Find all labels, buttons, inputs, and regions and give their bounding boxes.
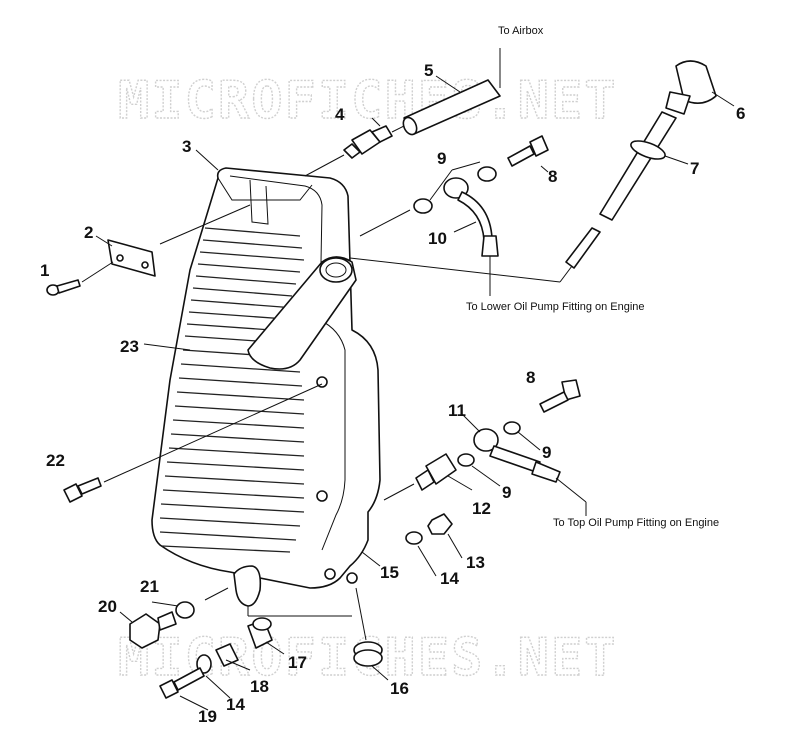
hose-17	[247, 617, 273, 649]
leader-banjo-upper	[359, 209, 411, 237]
callout-18: 18	[250, 677, 269, 696]
washer-lower-a	[503, 421, 521, 435]
drain-washer	[175, 601, 195, 619]
leader-20	[119, 611, 133, 623]
note-top-pump: To Top Oil Pump Fitting on Engine	[553, 517, 719, 529]
callout-6: 6	[736, 104, 745, 123]
leader-14-lower	[205, 675, 231, 699]
leader-grommet	[355, 587, 367, 641]
bolt-22	[63, 477, 102, 503]
leader-2	[95, 235, 113, 247]
callout-2: 2	[84, 223, 93, 242]
bracket-hole	[116, 254, 124, 262]
leader-6	[711, 91, 735, 107]
vent-fitting	[343, 125, 393, 159]
note-lower-pump: To Lower Oil Pump Fitting on Engine	[466, 301, 645, 313]
banjo-bolt-lower	[539, 379, 581, 413]
leader-10	[453, 221, 477, 233]
washer-14-upper	[405, 531, 423, 545]
callout-19: 19	[198, 707, 217, 726]
callout-7: 7	[690, 159, 699, 178]
callout-13: 13	[466, 553, 485, 572]
leader-9b	[429, 169, 453, 201]
bracket-plate	[107, 239, 156, 277]
leader-13	[447, 533, 463, 559]
leader-3b	[159, 204, 251, 245]
leader-16	[371, 665, 389, 681]
oil-tank	[151, 167, 381, 607]
washer-upper-b	[413, 198, 433, 214]
leader-11	[461, 413, 481, 433]
leader-23	[143, 343, 191, 351]
callout-9-lower-b: 9	[502, 483, 511, 502]
leader-17-label	[265, 641, 285, 655]
leader-21	[151, 601, 179, 607]
leader-15	[361, 551, 381, 567]
o-ring	[630, 140, 666, 160]
callout-14-upper: 14	[440, 569, 459, 588]
check-valve	[415, 453, 457, 491]
leader-1	[81, 261, 114, 283]
leader-3	[195, 149, 219, 171]
callout-10: 10	[428, 229, 447, 248]
leader-5-label	[435, 75, 461, 93]
leader-4	[304, 154, 345, 177]
leader-19	[179, 695, 209, 711]
leader-22	[103, 383, 323, 483]
callout-23: 23	[120, 337, 139, 356]
callout-20: 20	[98, 597, 117, 616]
vent-hose	[402, 79, 501, 136]
callout-8-upper: 8	[548, 167, 557, 186]
leader-8-upper	[540, 165, 549, 173]
leader-9-lower-b	[517, 431, 541, 451]
callout-1: 1	[40, 261, 49, 280]
leader-drain	[204, 587, 229, 601]
leader-14-upper	[417, 545, 437, 577]
callout-3: 3	[182, 137, 191, 156]
lower-pump-line-b	[559, 265, 573, 283]
bracket-hole	[141, 261, 149, 269]
leader-5	[391, 125, 405, 133]
nut	[427, 513, 453, 535]
callout-4: 4	[335, 105, 345, 124]
callout-16: 16	[390, 679, 409, 698]
callout-9-lower-a: 9	[542, 443, 551, 462]
callout-22: 22	[46, 451, 65, 470]
washer-upper-a	[477, 166, 497, 182]
drain-plug	[129, 611, 177, 649]
leader-7	[664, 155, 689, 165]
callout-17: 17	[288, 653, 307, 672]
banjo-fitting-lower	[473, 428, 587, 503]
callout-8-lower: 8	[526, 368, 535, 387]
leader-9-lower	[471, 465, 501, 487]
callout-14-lower: 14	[226, 695, 245, 714]
leader-18	[225, 659, 251, 671]
leader-9a	[451, 161, 481, 171]
banjo-bolt-upper	[507, 135, 549, 167]
note-to-airbox: To Airbox	[498, 25, 544, 37]
washer-lower-b	[457, 453, 475, 467]
callout-11: 11	[448, 401, 466, 420]
dipstick	[565, 60, 717, 269]
watermark-top: MICROFICHES.NET	[118, 71, 618, 131]
leader-12	[447, 475, 473, 491]
leader-check-valve	[383, 483, 415, 501]
callout-15: 15	[380, 563, 399, 582]
grommet	[353, 641, 383, 667]
callout-21: 21	[140, 577, 159, 596]
banjo-fitting-upper	[443, 177, 499, 257]
lower-pump-line	[349, 257, 561, 283]
leader-4-label	[371, 117, 381, 127]
clamp-18	[215, 643, 239, 667]
screw-1	[46, 279, 81, 296]
callout-12: 12	[472, 499, 491, 518]
callout-9-upper: 9	[437, 149, 446, 168]
callout-5: 5	[424, 61, 433, 80]
bolt-19	[159, 667, 205, 699]
